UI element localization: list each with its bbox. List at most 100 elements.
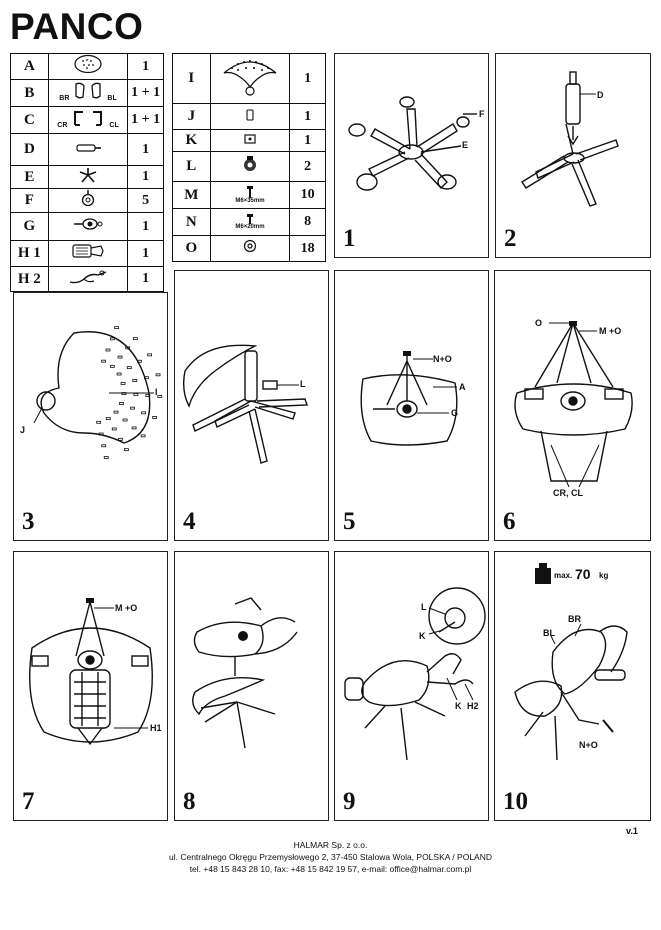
part-row-m: M M6×35mm 10 bbox=[172, 181, 326, 209]
part-label: J bbox=[172, 103, 211, 130]
callout-l: L bbox=[421, 602, 427, 612]
base-with-casters-illustration bbox=[348, 96, 477, 191]
part-label: B bbox=[10, 79, 49, 107]
part-label: D bbox=[10, 133, 49, 166]
part-bolt-long: M6×35mm bbox=[209, 181, 291, 209]
part-cap-icon bbox=[209, 103, 291, 130]
tag-br: BR bbox=[59, 94, 70, 102]
step-number: 8 bbox=[183, 788, 196, 815]
part-row-f: F 5 bbox=[10, 188, 164, 213]
part-row-b: B BR BL 1 + 1 bbox=[10, 79, 164, 107]
part-label: N bbox=[172, 208, 211, 236]
part-row-h2: H 2 1 bbox=[10, 266, 164, 292]
bolt-size: M6×20mm bbox=[235, 224, 265, 230]
part-label: L bbox=[172, 151, 211, 182]
part-label: F bbox=[10, 188, 49, 213]
callout-h1: H1 bbox=[150, 723, 162, 733]
part-qty: 1 bbox=[127, 133, 164, 166]
part-qty: 1 bbox=[127, 53, 164, 80]
part-qty: 1 bbox=[289, 53, 326, 104]
part-row-e: E 1 bbox=[10, 165, 164, 189]
footer-contact: tel. +48 15 843 28 10, fax: +48 15 842 1… bbox=[189, 864, 472, 874]
callout-bl: BL bbox=[543, 628, 555, 638]
callout-k: K bbox=[455, 701, 462, 711]
part-qty: 5 bbox=[127, 188, 164, 213]
version-label: v.1 bbox=[626, 826, 638, 836]
step-number: 9 bbox=[343, 788, 356, 815]
callout-g: G bbox=[451, 408, 459, 418]
callout-br: BR bbox=[568, 614, 581, 624]
callout-m-o: M +O bbox=[599, 326, 622, 336]
footer: HALMAR Sp. z o.o. ul. Centralnego Okręgu… bbox=[0, 839, 661, 875]
callout-k-inset: K bbox=[419, 631, 426, 641]
callout-a: A bbox=[459, 382, 466, 392]
cover-illustration bbox=[33, 326, 163, 459]
part-qty: 1 bbox=[127, 165, 164, 189]
part-qty: 1 bbox=[289, 103, 326, 130]
part-base-icon bbox=[47, 165, 129, 189]
part-row-l: L 2 bbox=[172, 151, 326, 182]
part-label: H 1 bbox=[10, 240, 49, 267]
part-backrest-icon: BR BL bbox=[47, 79, 129, 107]
part-qty: 1 bbox=[289, 129, 326, 152]
step-3-panel: I J 3 bbox=[13, 292, 168, 541]
step-6-panel: O M +O CR, CL 6 bbox=[494, 270, 651, 541]
step-number: 6 bbox=[503, 508, 516, 535]
footer-company: HALMAR Sp. z o.o. bbox=[293, 840, 368, 850]
backrest-attachment-illustration bbox=[514, 563, 628, 761]
callout-o: O bbox=[535, 318, 543, 328]
callout-n-o: N+O bbox=[433, 354, 452, 364]
callout-i: I bbox=[155, 387, 158, 397]
step-8-panel: 8 bbox=[174, 551, 329, 821]
cover-on-base-illustration bbox=[182, 344, 308, 464]
part-label: G bbox=[10, 212, 49, 241]
part-qty: 10 bbox=[289, 181, 326, 209]
part-row-g: G 1 bbox=[10, 212, 164, 241]
callout-f: F bbox=[479, 109, 485, 119]
part-row-i: I 1 bbox=[172, 53, 326, 104]
gas-lift-insertion-illustration bbox=[521, 71, 619, 207]
mechanism-on-seat-illustration bbox=[360, 351, 458, 446]
part-label: H 2 bbox=[10, 266, 49, 292]
back-frame-attachment-illustration bbox=[344, 587, 486, 761]
step-1-panel: F E 1 bbox=[334, 53, 489, 258]
part-label: K bbox=[172, 129, 211, 152]
part-caster-icon bbox=[47, 188, 129, 213]
seat-onto-base-illustration bbox=[192, 597, 298, 749]
callout-cr-cl: CR, CL bbox=[553, 488, 583, 498]
step-number: 5 bbox=[343, 508, 356, 535]
footer-address: ul. Centralnego Okręgu Przemysłowego 2, … bbox=[168, 852, 492, 862]
step-number: 1 bbox=[343, 225, 356, 252]
part-knob-icon bbox=[209, 129, 291, 152]
page-title: PANCO bbox=[10, 6, 144, 47]
parts-table-left: A 1 B BR BL 1 + 1 C CR CL 1 + 1 D 1 E bbox=[10, 53, 164, 292]
part-adjuster-icon bbox=[209, 151, 291, 182]
step-7-panel: M +O H1 7 bbox=[13, 551, 168, 821]
tag-cr: CR bbox=[57, 121, 68, 129]
part-label: C bbox=[10, 106, 49, 134]
part-qty: 8 bbox=[289, 208, 326, 236]
tag-bl: BL bbox=[107, 94, 117, 102]
weight-icon bbox=[535, 563, 551, 584]
step-number: 7 bbox=[22, 788, 35, 815]
step-4-panel: L 4 bbox=[174, 270, 329, 541]
callout-d: D bbox=[597, 90, 604, 100]
part-qty: 1 + 1 bbox=[127, 79, 164, 107]
part-washer-icon bbox=[209, 235, 291, 262]
step-2-panel: D 2 bbox=[495, 53, 651, 258]
callout-l: L bbox=[300, 379, 306, 389]
part-qty: 1 + 1 bbox=[127, 106, 164, 134]
part-row-k: K 1 bbox=[172, 129, 326, 152]
step-10-panel: max. 70 kg BR BL N+O 10 bbox=[494, 551, 651, 821]
part-qty: 18 bbox=[289, 235, 326, 262]
max-weight-prefix: max. bbox=[554, 571, 573, 580]
part-qty: 1 bbox=[127, 266, 164, 292]
step-number: 4 bbox=[183, 508, 196, 535]
step-5-panel: N+O A G 5 bbox=[334, 270, 489, 541]
callout-j: J bbox=[20, 425, 26, 435]
part-row-c: C CR CL 1 + 1 bbox=[10, 106, 164, 134]
max-weight-unit: kg bbox=[599, 571, 609, 580]
part-bracket-icon: CR CL bbox=[47, 106, 129, 134]
part-bolt-short: M6×20mm bbox=[209, 208, 291, 236]
part-mechanism-icon bbox=[47, 212, 129, 241]
